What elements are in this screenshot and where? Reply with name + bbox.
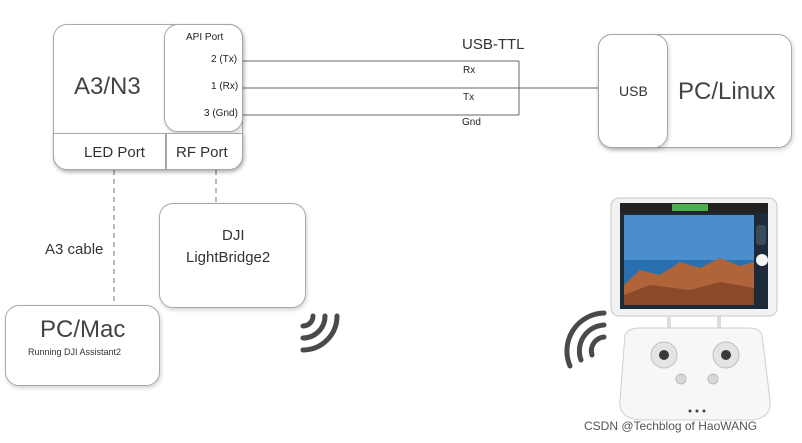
remote-controller-illustration <box>610 197 778 421</box>
lightbridge-box <box>159 203 306 308</box>
usb-ttl-tx: Tx <box>463 92 475 103</box>
rf-port-box <box>166 133 243 170</box>
usb-ttl-gnd: Gnd <box>462 117 481 128</box>
pc-mac-subtitle: Running DJI Assistant2 <box>28 347 122 357</box>
usb-ttl-rx: Rx <box>463 65 476 76</box>
wireless-signal-icon <box>300 313 340 353</box>
wireless-signal-icon-2 <box>564 310 607 369</box>
led-port-label: LED Port <box>84 144 145 161</box>
lightbridge-line1: DJI <box>222 227 245 244</box>
pc-mac-title: PC/Mac <box>40 316 126 343</box>
rf-port-label: RF Port <box>176 144 228 161</box>
pc-linux-title: PC/Linux <box>678 78 776 105</box>
a3-cable-label: A3 cable <box>45 241 104 258</box>
api-port-box <box>164 24 243 132</box>
api-port-title: API Port <box>186 32 224 43</box>
pc-mac-box <box>5 305 160 386</box>
usb-port-box <box>598 34 668 148</box>
led-port-box <box>53 133 166 170</box>
usb-port-label: USB <box>619 83 648 99</box>
pin-tx: 2 (Tx) <box>211 54 238 65</box>
a3n3-title: A3/N3 <box>74 73 141 100</box>
pin-gnd: 3 (Gnd) <box>204 108 238 119</box>
pin-rx: 1 (Rx) <box>211 81 239 92</box>
watermark-text: CSDN @Techblog of HaoWANG <box>584 419 758 433</box>
lightbridge-line2: LightBridge2 <box>186 249 271 266</box>
usb-ttl-title: USB-TTL <box>462 36 525 53</box>
